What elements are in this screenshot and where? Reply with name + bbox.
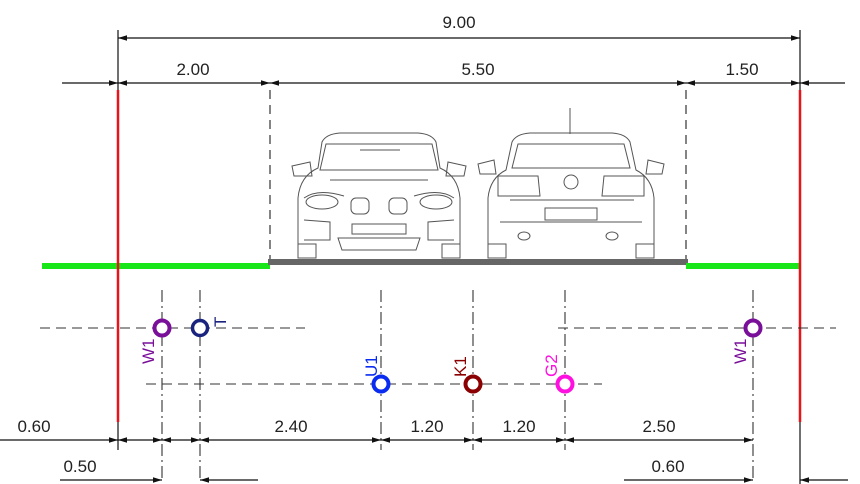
dimension-left-verge-label: 2.00 [176, 60, 209, 79]
dimension-gap-d-label: 2.50 [642, 417, 675, 436]
car-front-icon [291, 132, 467, 259]
dimension-right-verge-label: 1.50 [725, 60, 758, 79]
utility-w1-left-marker [152, 318, 172, 338]
utility-u1-marker [371, 374, 391, 394]
dimension-offset-right-label: 0.60 [651, 457, 684, 476]
utility-t-marker [190, 318, 210, 338]
utility-w1-right-marker [743, 318, 763, 338]
top-dimensions [62, 30, 845, 90]
car-rear-icon [477, 108, 665, 259]
utility-u1-label: U1 [362, 355, 381, 377]
dimension-offset-left-b-label: 0.50 [63, 457, 96, 476]
utility-w1-left-label: W1 [139, 339, 158, 365]
utility-g2-label: G2 [542, 354, 561, 377]
dimension-gap-b-label: 1.20 [410, 417, 443, 436]
utility-k1-marker [463, 374, 483, 394]
utility-k1-label: K1 [451, 356, 470, 377]
dimension-total-label: 9.00 [442, 13, 475, 32]
dimension-gap-c-label: 1.20 [502, 417, 535, 436]
dimension-carriageway-label: 5.50 [461, 60, 494, 79]
utility-w1-right-label: W1 [731, 339, 750, 365]
dimension-gap-a-label: 2.40 [274, 417, 307, 436]
utility-t-label: T [211, 317, 230, 327]
dimension-offset-left-a-label: 0.60 [17, 417, 50, 436]
utility-g2-marker [555, 374, 575, 394]
